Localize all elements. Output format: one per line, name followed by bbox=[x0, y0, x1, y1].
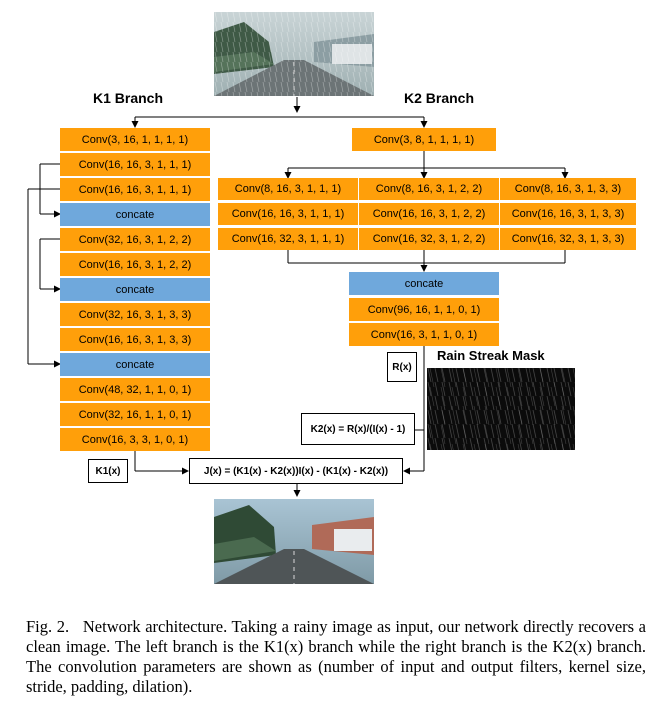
k2-col3-layer-2: Conv(16, 16, 3, 1, 3, 3) bbox=[500, 203, 636, 225]
output-clean-image-drawing bbox=[214, 499, 374, 584]
rain-streak-mask-label: Rain Streak Mask bbox=[437, 348, 545, 363]
k2-post-layer-2: Conv(16, 3, 1, 1, 0, 1) bbox=[349, 323, 499, 346]
k1-concat-3: concate bbox=[60, 353, 210, 376]
input-rainy-image bbox=[214, 12, 374, 96]
k1-layer-4: Conv(32, 16, 3, 1, 2, 2) bbox=[60, 228, 210, 251]
rain-streak-mask-drawing bbox=[427, 368, 575, 450]
k1-layer-3: Conv(16, 16, 3, 1, 1, 1) bbox=[60, 178, 210, 201]
caption-label: Fig. 2. bbox=[26, 617, 70, 636]
k2-col2-layer-2: Conv(16, 16, 3, 1, 2, 2) bbox=[359, 203, 499, 225]
k1-layer-7: Conv(16, 16, 3, 1, 3, 3) bbox=[60, 328, 210, 351]
caption-text: Network architecture. Taking a rainy ima… bbox=[26, 617, 646, 696]
k2-col2-layer-3: Conv(16, 32, 3, 1, 2, 2) bbox=[359, 228, 499, 250]
k2-concat: concate bbox=[349, 272, 499, 295]
input-rainy-image-drawing bbox=[214, 12, 374, 96]
k1-layer-8: Conv(48, 32, 1, 1, 0, 1) bbox=[60, 378, 210, 401]
k1-layer-9: Conv(32, 16, 1, 1, 0, 1) bbox=[60, 403, 210, 426]
k2-stem-layer: Conv(3, 8, 1, 1, 1, 1) bbox=[352, 128, 496, 151]
k1-layer-2: Conv(16, 16, 3, 1, 1, 1) bbox=[60, 153, 210, 176]
k2-output-label: R(x) bbox=[387, 352, 417, 382]
k2-col1-layer-3: Conv(16, 32, 3, 1, 1, 1) bbox=[218, 228, 358, 250]
k1-layer-1: Conv(3, 16, 1, 1, 1, 1) bbox=[60, 128, 210, 151]
k2-formula-box: K2(x) = R(x)/(I(x) - 1) bbox=[301, 413, 415, 445]
k1-layer-5: Conv(16, 16, 3, 1, 2, 2) bbox=[60, 253, 210, 276]
connector-lines bbox=[27, 97, 569, 497]
k2-col2-layer-1: Conv(8, 16, 3, 1, 2, 2) bbox=[359, 178, 499, 200]
output-clean-image bbox=[214, 499, 374, 584]
k1-concat-2: concate bbox=[60, 278, 210, 301]
rain-streak-mask-image bbox=[427, 368, 575, 450]
k2-col3-layer-3: Conv(16, 32, 3, 1, 3, 3) bbox=[500, 228, 636, 250]
figure-caption: Fig. 2. Network architecture. Taking a r… bbox=[26, 617, 646, 697]
k1-output-label: K1(x) bbox=[88, 459, 128, 483]
k2-branch-title: K2 Branch bbox=[404, 90, 475, 106]
final-formula-box: J(x) = (K1(x) - K2(x))I(x) - (K1(x) - K2… bbox=[189, 458, 403, 484]
k2-post-layer-1: Conv(96, 16, 1, 1, 0, 1) bbox=[349, 298, 499, 321]
k1-concat-1: concate bbox=[60, 203, 210, 226]
k2-col1-layer-1: Conv(8, 16, 3, 1, 1, 1) bbox=[218, 178, 358, 200]
k1-layer-6: Conv(32, 16, 3, 1, 3, 3) bbox=[60, 303, 210, 326]
k1-branch-title: K1 Branch bbox=[93, 90, 164, 106]
k2-col1-layer-2: Conv(16, 16, 3, 1, 1, 1) bbox=[218, 203, 358, 225]
k1-layer-10: Conv(16, 3, 3, 1, 0, 1) bbox=[60, 428, 210, 451]
k2-col3-layer-1: Conv(8, 16, 3, 1, 3, 3) bbox=[500, 178, 636, 200]
